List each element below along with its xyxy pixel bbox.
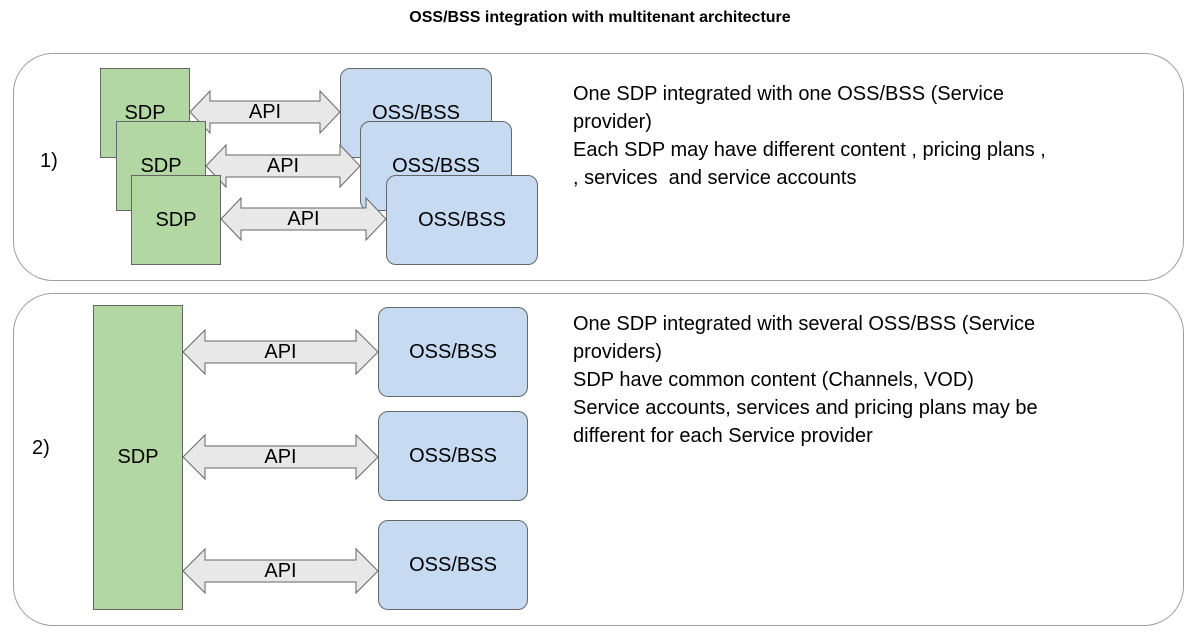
api-arrow: API — [220, 196, 387, 242]
description-line: different for each Service provider — [573, 425, 873, 447]
api-label: API — [287, 207, 320, 230]
panel-number: 1) — [40, 150, 58, 172]
api-arrow: API — [182, 328, 379, 376]
oss-bss-box: OSS/BSS — [378, 520, 528, 610]
description-line: providers) — [573, 341, 662, 363]
sdp-box: SDP — [93, 305, 183, 610]
diagram-title: OSS/BSS integration with multitenant arc… — [409, 9, 791, 26]
api-arrow: API — [189, 89, 341, 135]
oss-bss-box: OSS/BSS — [378, 307, 528, 397]
description-line: Service accounts, services and pricing p… — [573, 397, 1038, 419]
panel-number: 2) — [32, 437, 50, 459]
api-arrow: API — [182, 433, 379, 481]
api-label: API — [264, 559, 297, 582]
api-label: API — [264, 340, 297, 363]
description-line: Each SDP may have different content , pr… — [573, 139, 1046, 161]
oss-bss-box: OSS/BSS — [386, 175, 538, 265]
description-line: provider) — [573, 111, 652, 133]
api-label: API — [266, 154, 300, 177]
description-line: One SDP integrated with several OSS/BSS … — [573, 313, 1036, 335]
api-label: API — [248, 100, 282, 123]
panel-description: One SDP integrated with one OSS/BSS (Ser… — [573, 80, 1163, 192]
panel-one-to-one — [13, 53, 1184, 281]
panel-one-to-many — [13, 293, 1184, 626]
description-line: , services and service accounts — [573, 167, 857, 189]
description-line: One SDP integrated with one OSS/BSS (Ser… — [573, 83, 1004, 105]
description-line: SDP have common content (Channels, VOD) — [573, 369, 974, 391]
api-arrow: API — [182, 547, 379, 595]
sdp-box: SDP — [131, 175, 221, 265]
api-label: API — [264, 445, 297, 468]
panel-description: One SDP integrated with several OSS/BSS … — [573, 310, 1163, 450]
oss-bss-box: OSS/BSS — [378, 411, 528, 501]
api-arrow: API — [205, 143, 361, 189]
